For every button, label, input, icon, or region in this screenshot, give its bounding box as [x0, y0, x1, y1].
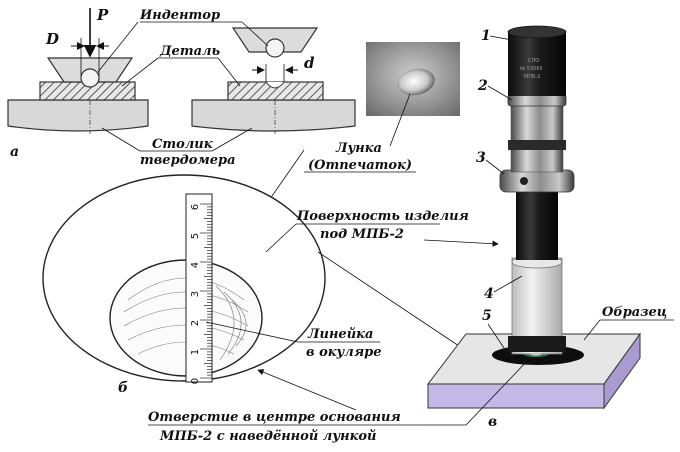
- indenter-ball-diameter-label: D: [45, 30, 59, 48]
- indenter-label: Индентор: [139, 8, 220, 23]
- hole-label-line1: Отверстие в центре основания: [148, 410, 401, 425]
- device-text-line2: № 53565: [520, 66, 543, 72]
- part-number-3: 3: [476, 150, 486, 166]
- panel-b-letter: б: [118, 380, 128, 396]
- ruler-tick-label: 4: [190, 262, 201, 268]
- dent-label-line2: (Отпечаток): [308, 158, 412, 173]
- panel-c-device: СПО № 53565 МПБ-2: [426, 25, 641, 410]
- indenter-ball-left: [80, 68, 100, 88]
- ruler-tick-label: 1: [190, 349, 201, 355]
- part-number-4: 4: [484, 286, 494, 302]
- ruler-tick-label: 6: [190, 204, 201, 210]
- panel-c-letter: в: [488, 414, 497, 430]
- middle-tube: [510, 103, 564, 173]
- part-number-2: 2: [477, 78, 488, 94]
- dent-imprint: [397, 68, 435, 96]
- ruler-tick-label: 0: [190, 378, 201, 384]
- part-number-1: 1: [481, 28, 491, 44]
- panel-a-letter: а: [10, 144, 19, 160]
- sample-front-face: [427, 383, 605, 409]
- dent-label-line1: Лунка: [335, 141, 382, 156]
- lower-tube: [516, 188, 558, 260]
- surface-label-line1: Поверхность изделия: [296, 209, 469, 224]
- panel-a-right: d: [191, 27, 356, 134]
- eyepiece: [508, 32, 566, 96]
- device-text-line1: СПО: [528, 58, 539, 64]
- dent-photo: [366, 42, 460, 116]
- force-label: P: [96, 6, 109, 24]
- sample-side-face: [603, 332, 641, 410]
- table-label-line1: Столик: [152, 137, 213, 152]
- sample-label: Образец: [602, 305, 667, 320]
- ruler-tick-label: 2: [190, 320, 201, 326]
- eyepiece-ruler: 0 1 2 3 4 5 6: [185, 193, 213, 384]
- hardness-table-right: [191, 99, 356, 132]
- ruler-label-line2: в окуляре: [306, 345, 382, 360]
- ruler-tick-label: 5: [190, 233, 201, 239]
- focus-ring: [499, 169, 575, 193]
- indenter-ball-right: [265, 38, 285, 58]
- panel-b-eyepiece: 0 1 2 3 4 5 6 б: [42, 174, 326, 396]
- part-label: Деталь: [159, 44, 221, 59]
- part-number-5: 5: [482, 308, 492, 324]
- ruler-tick-label: 3: [190, 291, 201, 297]
- ruler-label-line1: Линейка: [307, 327, 373, 342]
- surface-label-line2: под МПБ-2: [320, 227, 404, 242]
- hole-label-line2: МПБ-2 с наведённой лункой: [159, 429, 377, 444]
- hardness-table-left: [7, 99, 149, 132]
- dent-diameter-label: d: [304, 54, 315, 72]
- device-text-line3: МПБ-2: [524, 74, 541, 80]
- panel-a-left: P D а: [7, 6, 149, 160]
- table-label-line2: твердомера: [140, 153, 236, 168]
